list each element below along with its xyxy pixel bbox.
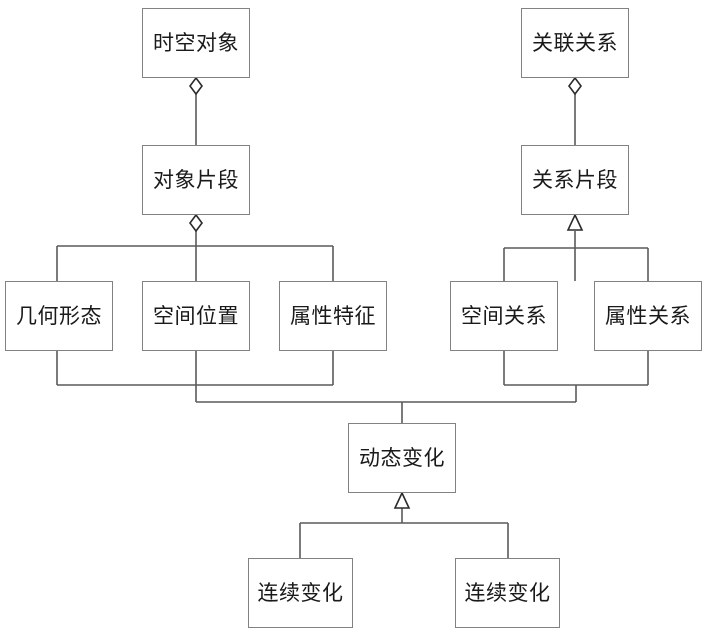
node-continuous-change-left[interactable]: 连续变化: [248, 558, 353, 628]
node-label: 空间关系: [461, 303, 547, 328]
node-label: 连续变化: [464, 580, 551, 605]
node-label: 空间位置: [153, 303, 239, 328]
node-label: 连续变化: [257, 580, 344, 605]
node-label: 对象片段: [153, 167, 239, 192]
node-label: 时空对象: [153, 30, 239, 55]
aggregation-diamond-spatiotemporal-object: [189, 76, 203, 96]
node-dynamic-change[interactable]: 动态变化: [348, 423, 456, 493]
aggregation-diamond-association-relationship: [568, 76, 582, 96]
aggregation-diamond-object-fragment: [189, 213, 203, 233]
node-continuous-change-right[interactable]: 连续变化: [455, 558, 560, 628]
node-relationship-fragment[interactable]: 关系片段: [521, 145, 629, 215]
node-geometric-form[interactable]: 几何形态: [5, 281, 113, 351]
generalization-triangle-relationship-fragment: [566, 213, 584, 231]
node-attribute-characteristic[interactable]: 属性特征: [279, 281, 387, 351]
node-label: 属性特征: [290, 303, 376, 328]
node-label: 动态变化: [359, 445, 445, 470]
node-label: 几何形态: [16, 303, 102, 328]
node-object-fragment[interactable]: 对象片段: [142, 145, 250, 215]
node-spatial-position[interactable]: 空间位置: [142, 281, 250, 351]
generalization-triangle-dynamic-change: [393, 491, 411, 509]
node-attribute-relationship[interactable]: 属性关系: [594, 281, 702, 351]
node-label: 关联关系: [532, 30, 618, 55]
node-spatiotemporal-object[interactable]: 时空对象: [142, 8, 250, 78]
node-association-relationship[interactable]: 关联关系: [521, 8, 629, 78]
node-label: 属性关系: [605, 303, 691, 328]
node-spatial-relationship[interactable]: 空间关系: [450, 281, 558, 351]
node-label: 关系片段: [532, 167, 618, 192]
